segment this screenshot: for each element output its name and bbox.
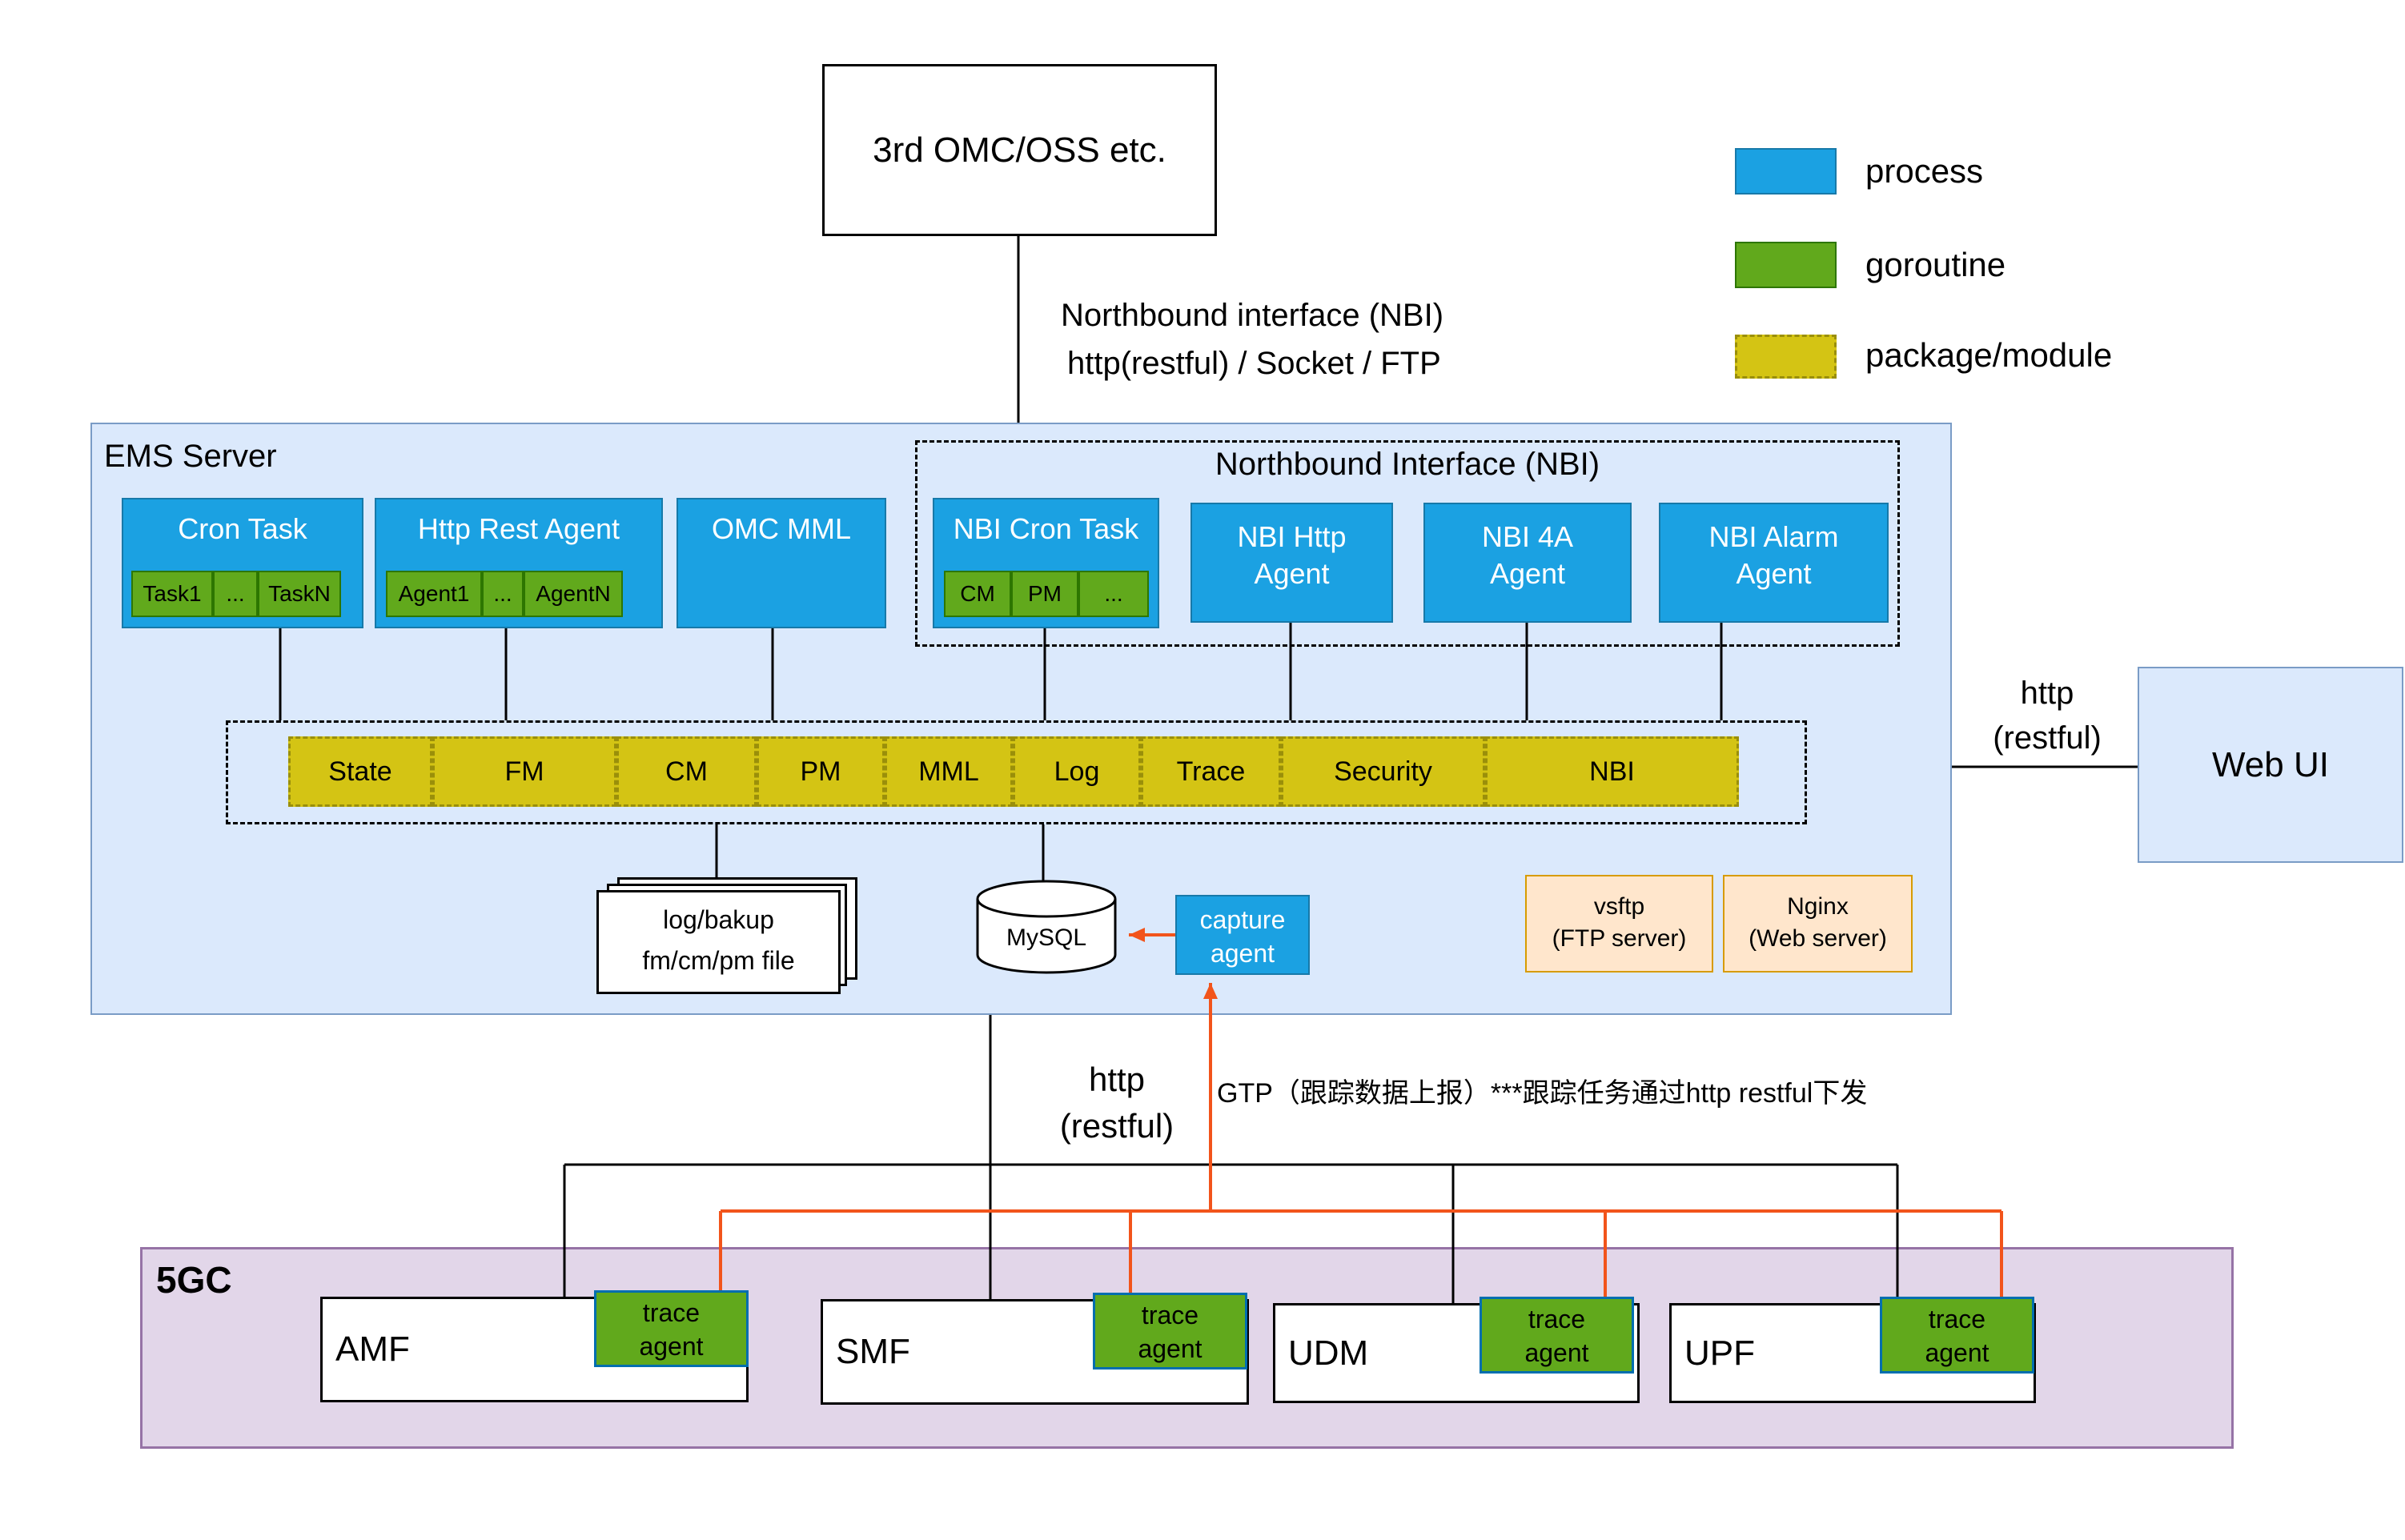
http-rest-agent-title: Http Rest Agent bbox=[417, 512, 620, 545]
nginx-line2: (Web server) bbox=[1749, 925, 1887, 952]
core-link-line1: http bbox=[1088, 1061, 1146, 1098]
udm-trace-agent: trace agent bbox=[1480, 1297, 1634, 1374]
core-link-line2: (restful) bbox=[1059, 1107, 1174, 1145]
capture-agent-line2: agent bbox=[1210, 939, 1275, 968]
nbi-alarm-agent-box: NBI Alarm Agent bbox=[1659, 503, 1889, 623]
cron-task-title: Cron Task bbox=[178, 512, 307, 545]
module-bar: State FM CM PM MML Log Trace Security NB… bbox=[288, 736, 1739, 807]
legend-swatch-goroutine bbox=[1735, 242, 1837, 288]
nbi-http-agent-box: NBI Http Agent bbox=[1190, 503, 1393, 623]
nbi-alarm-agent-line2: Agent bbox=[1736, 557, 1812, 590]
nf-upf-label: UPF bbox=[1684, 1333, 1755, 1373]
omc-mml-box: OMC MML bbox=[677, 498, 886, 628]
cron-task-box: Cron Task Task1 ... TaskN bbox=[122, 498, 363, 628]
nbi-alarm-agent-line1: NBI Alarm bbox=[1708, 520, 1839, 553]
goroutine-agentn: AgentN bbox=[524, 571, 623, 617]
nbi-cron-task-box: NBI Cron Task CM PM ... bbox=[933, 498, 1159, 628]
cron-task-subs: Task1 ... TaskN bbox=[131, 571, 341, 617]
nbi-http-agent-line2: Agent bbox=[1254, 557, 1330, 590]
goroutine-ellipsis: ... bbox=[1078, 571, 1149, 617]
webui-link-line2: (restful) bbox=[1993, 720, 2102, 756]
external-omc-oss-label: 3rd OMC/OSS etc. bbox=[873, 130, 1166, 170]
module-pm: PM bbox=[757, 736, 885, 807]
gtp-note: GTP（跟踪数据上报）***跟踪任务通过http restful下发 bbox=[1217, 1078, 1868, 1109]
nginx-box: Nginx (Web server) bbox=[1723, 875, 1913, 973]
goroutine-agent-ellipsis: ... bbox=[482, 571, 524, 617]
goroutine-pm: PM bbox=[1011, 571, 1078, 617]
udm-trace-line1: trace bbox=[1528, 1305, 1586, 1333]
nf-amf-label: AMF bbox=[335, 1329, 410, 1369]
module-state: State bbox=[288, 736, 432, 807]
nbi-http-agent-line1: NBI Http bbox=[1237, 520, 1347, 553]
module-cm: CM bbox=[616, 736, 757, 807]
nbi-4a-agent-box: NBI 4A Agent bbox=[1423, 503, 1632, 623]
goroutine-cm: CM bbox=[944, 571, 1011, 617]
nbi-cron-task-title: NBI Cron Task bbox=[953, 512, 1139, 545]
udm-trace-line2: agent bbox=[1524, 1338, 1589, 1367]
ems-server-title: EMS Server bbox=[104, 439, 277, 474]
upf-trace-line2: agent bbox=[1925, 1338, 1989, 1367]
vsftp-box: vsftp (FTP server) bbox=[1525, 875, 1713, 973]
legend-swatch-process bbox=[1735, 148, 1837, 195]
mysql-label: MySQL bbox=[1006, 924, 1087, 951]
mysql-cylinder bbox=[976, 880, 1117, 974]
web-ui-label: Web UI bbox=[2212, 744, 2329, 784]
module-trace: Trace bbox=[1141, 736, 1281, 807]
capture-agent-line1: capture bbox=[1199, 905, 1286, 934]
vsftp-line2: (FTP server) bbox=[1552, 925, 1687, 952]
http-rest-agent-subs: Agent1 ... AgentN bbox=[386, 571, 623, 617]
legend-swatch-module bbox=[1735, 335, 1837, 379]
upf-trace-line1: trace bbox=[1928, 1305, 1986, 1333]
nf-udm-label: UDM bbox=[1288, 1333, 1369, 1373]
legend-label-goroutine: goroutine bbox=[1865, 246, 2006, 283]
nbi-link-label-line2: http(restful) / Socket / FTP bbox=[1067, 346, 1441, 381]
amf-trace-agent: trace agent bbox=[594, 1290, 749, 1367]
goroutine-task-ellipsis: ... bbox=[213, 571, 258, 617]
capture-agent-box: capture agent bbox=[1175, 895, 1310, 975]
module-bar-container bbox=[226, 720, 1807, 824]
webui-link-line1: http bbox=[2020, 676, 2074, 711]
vsftp-line1: vsftp bbox=[1593, 893, 1645, 920]
nbi-4a-agent-line2: Agent bbox=[1489, 557, 1566, 590]
omc-mml-title: OMC MML bbox=[712, 512, 851, 545]
amf-trace-line2: agent bbox=[639, 1332, 704, 1361]
legend-label-process: process bbox=[1865, 152, 1984, 190]
nginx-line1: Nginx bbox=[1787, 893, 1849, 920]
goroutine-taskn: TaskN bbox=[258, 571, 341, 617]
goroutine-task1: Task1 bbox=[131, 571, 213, 617]
nbi-4a-agent-line1: NBI 4A bbox=[1481, 520, 1574, 553]
webui-link-label: http (restful) bbox=[1963, 671, 2131, 760]
external-omc-oss-box: 3rd OMC/OSS etc. bbox=[822, 64, 1217, 236]
smf-trace-agent: trace agent bbox=[1093, 1293, 1247, 1370]
module-fm: FM bbox=[432, 736, 616, 807]
nf-smf-label: SMF bbox=[836, 1332, 910, 1371]
module-nbi: NBI bbox=[1485, 736, 1739, 807]
nbi-link-label-line1: Northbound interface (NBI) bbox=[1061, 298, 1444, 333]
file-store-line1: log/bakup bbox=[663, 905, 774, 934]
smf-trace-line2: agent bbox=[1138, 1334, 1202, 1363]
smf-trace-line1: trace bbox=[1141, 1301, 1199, 1329]
web-ui-box: Web UI bbox=[2138, 667, 2403, 863]
nbi-group-container bbox=[915, 440, 1900, 647]
nbi-group-title: Northbound Interface (NBI) bbox=[1215, 447, 1600, 482]
http-rest-agent-box: Http Rest Agent Agent1 ... AgentN bbox=[375, 498, 663, 628]
nbi-cron-task-subs: CM PM ... bbox=[944, 571, 1149, 617]
module-log: Log bbox=[1013, 736, 1141, 807]
file-store-line2: fm/cm/pm file bbox=[642, 946, 795, 975]
upf-trace-agent: trace agent bbox=[1880, 1297, 2034, 1374]
module-security: Security bbox=[1281, 736, 1485, 807]
core-link-label: http (restful) bbox=[1029, 1057, 1205, 1149]
amf-trace-line1: trace bbox=[642, 1298, 701, 1327]
file-stack-sheet-front: log/bakup fm/cm/pm file bbox=[596, 890, 841, 994]
legend-label-module: package/module bbox=[1865, 336, 2113, 374]
module-mml: MML bbox=[885, 736, 1013, 807]
core-5gc-title: 5GC bbox=[156, 1259, 232, 1301]
goroutine-agent1: Agent1 bbox=[386, 571, 482, 617]
